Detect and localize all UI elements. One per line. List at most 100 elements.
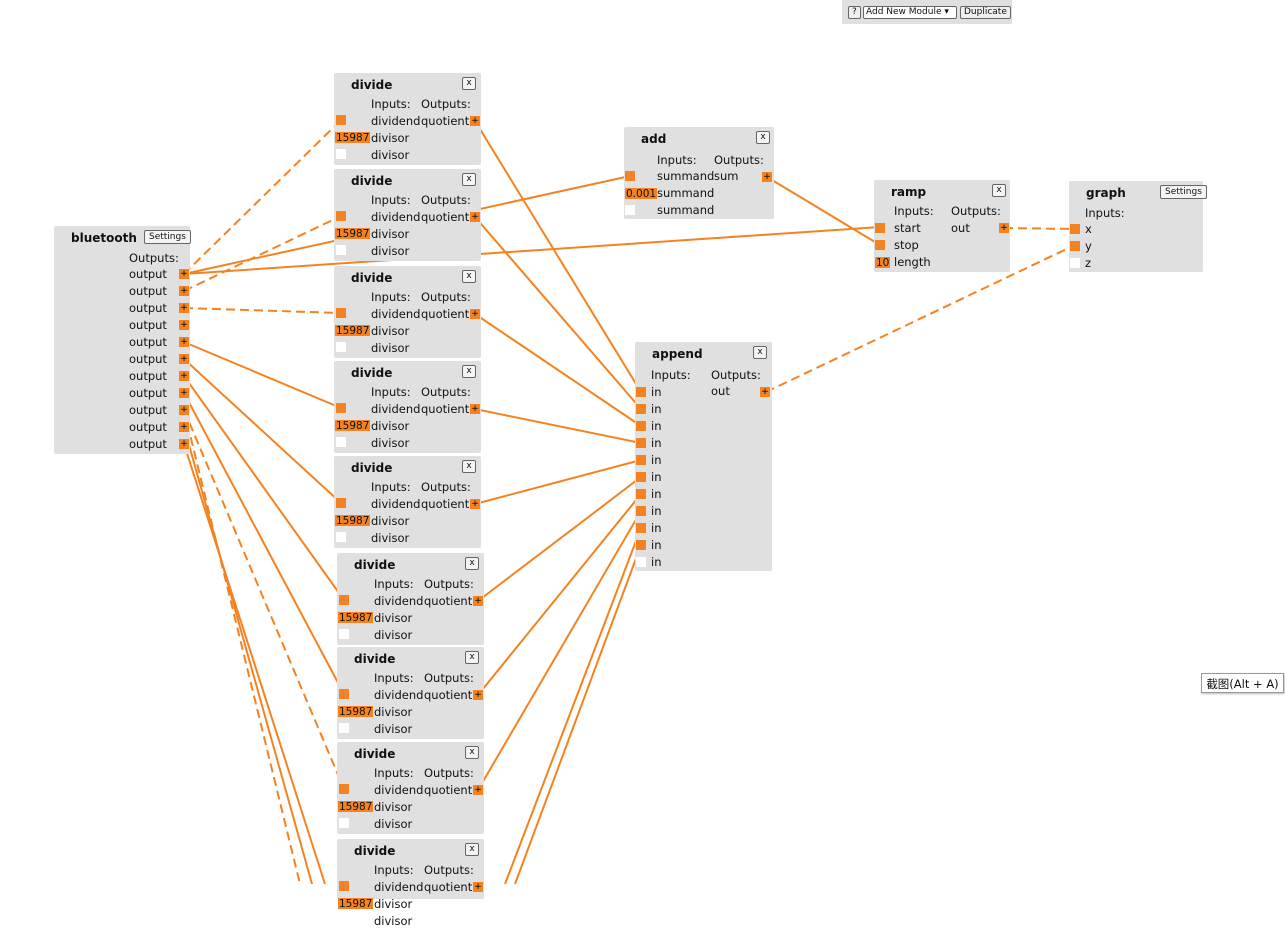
output-port[interactable]: + (179, 422, 189, 432)
dividend-input-port[interactable] (336, 308, 346, 318)
help-button[interactable]: ? (848, 6, 861, 19)
in-input-port[interactable] (636, 404, 646, 414)
start-input-port[interactable] (875, 223, 885, 233)
summand-input-port[interactable] (625, 205, 635, 215)
close-button[interactable]: x (753, 346, 767, 359)
divisor-input-port[interactable] (339, 723, 349, 733)
divisor-value[interactable]: 15987 (335, 132, 371, 144)
output-port[interactable]: + (179, 337, 189, 347)
divisor-input-port[interactable] (339, 629, 349, 639)
settings-button[interactable]: Settings (1160, 185, 1207, 199)
close-button[interactable]: x (462, 365, 476, 378)
quotient-output-port[interactable]: + (470, 116, 480, 126)
output-port[interactable]: + (179, 303, 189, 313)
dividend-input-port[interactable] (339, 595, 349, 605)
dividend-input-port[interactable] (336, 211, 346, 221)
in-input-port[interactable] (636, 540, 646, 550)
divisor-input-port[interactable] (336, 149, 346, 159)
close-button[interactable]: x (462, 270, 476, 283)
close-button[interactable]: x (465, 746, 479, 759)
dividend-input-port[interactable] (339, 784, 349, 794)
out-output-port[interactable]: + (999, 223, 1009, 233)
divisor-value[interactable]: 15987 (338, 898, 374, 910)
divisor-input-port[interactable] (339, 915, 349, 925)
close-button[interactable]: x (756, 131, 770, 144)
output-port[interactable]: + (179, 405, 189, 415)
in-input-port[interactable] (636, 472, 646, 482)
output-port[interactable]: + (179, 286, 189, 296)
quotient-output-port[interactable]: + (473, 596, 483, 606)
quotient-output-port[interactable]: + (470, 404, 480, 414)
in-input-port[interactable] (636, 438, 646, 448)
divisor-value[interactable]: 15987 (335, 228, 371, 240)
in-input-port[interactable] (636, 421, 646, 431)
dividend-input-port[interactable] (339, 881, 349, 891)
add-module-select[interactable]: Add New Module ▾ (863, 6, 957, 19)
in-input-port[interactable] (636, 387, 646, 397)
output-port[interactable]: + (179, 269, 189, 279)
divisor-input-port[interactable] (339, 818, 349, 828)
in-input-port[interactable] (636, 523, 646, 533)
divisor-input-port[interactable] (336, 532, 346, 542)
quotient-output-port[interactable]: + (473, 785, 483, 795)
divisor-input-port[interactable] (336, 342, 346, 352)
length-value[interactable]: 10 (875, 257, 891, 269)
summand-value[interactable]: 0.001 (625, 188, 658, 200)
output-port[interactable]: + (179, 320, 189, 330)
in-input-port[interactable] (636, 506, 646, 516)
dividend-input-port[interactable] (336, 498, 346, 508)
divisor-value[interactable]: 15987 (335, 420, 371, 432)
close-button[interactable]: x (992, 184, 1006, 197)
output-port[interactable]: + (179, 354, 189, 364)
divisor-input-port[interactable] (336, 437, 346, 447)
summand-input-port[interactable] (625, 171, 635, 181)
out-output-port[interactable]: + (760, 387, 770, 397)
y-input-port[interactable] (1070, 241, 1080, 251)
x-input-port[interactable] (1070, 224, 1080, 234)
dividend-input-port[interactable] (336, 403, 346, 413)
close-button[interactable]: x (465, 557, 479, 570)
output-port[interactable]: + (179, 371, 189, 381)
dividend-input-port[interactable] (339, 689, 349, 699)
output-port[interactable]: + (179, 439, 189, 449)
quotient-output-port[interactable]: + (470, 309, 480, 319)
divisor-value[interactable]: 15987 (338, 801, 374, 813)
divisor-value[interactable]: 15987 (338, 612, 374, 624)
close-button[interactable]: x (462, 460, 476, 473)
close-button[interactable]: x (462, 77, 476, 90)
divisor-input-port[interactable] (336, 245, 346, 255)
output-port[interactable]: + (179, 388, 189, 398)
quotient-output-port[interactable]: + (470, 212, 480, 222)
divisor-value[interactable]: 15987 (338, 706, 374, 718)
add-module[interactable]: add x Inputs: Outputs: summand sum + 0.0… (624, 127, 774, 219)
dividend-input-port[interactable] (336, 115, 346, 125)
divisor-value[interactable]: 15987 (335, 325, 371, 337)
close-button[interactable]: x (462, 173, 476, 186)
divisor-value[interactable]: 15987 (335, 515, 371, 527)
sum-output-port[interactable]: + (762, 172, 772, 182)
close-button[interactable]: x (465, 651, 479, 664)
close-button[interactable]: x (465, 843, 479, 856)
bluetooth-module[interactable]: bluetooth Settings Outputs: output+outpu… (54, 226, 191, 454)
in-input-port[interactable] (636, 557, 646, 567)
settings-button[interactable]: Settings (144, 230, 191, 244)
ramp-module[interactable]: ramp x Inputs: Outputs: start out + stop… (874, 180, 1010, 272)
in-input-port[interactable] (636, 489, 646, 499)
graph-module[interactable]: graph Settings Inputs: x y z (1069, 181, 1207, 272)
duplicate-button[interactable]: Duplicate (960, 6, 1011, 19)
quotient-output-port[interactable]: + (470, 499, 480, 509)
z-input-port[interactable] (1070, 258, 1080, 268)
stop-input-port[interactable] (875, 240, 885, 250)
quotient-output-port[interactable]: + (473, 690, 483, 700)
in-input-port[interactable] (636, 455, 646, 465)
